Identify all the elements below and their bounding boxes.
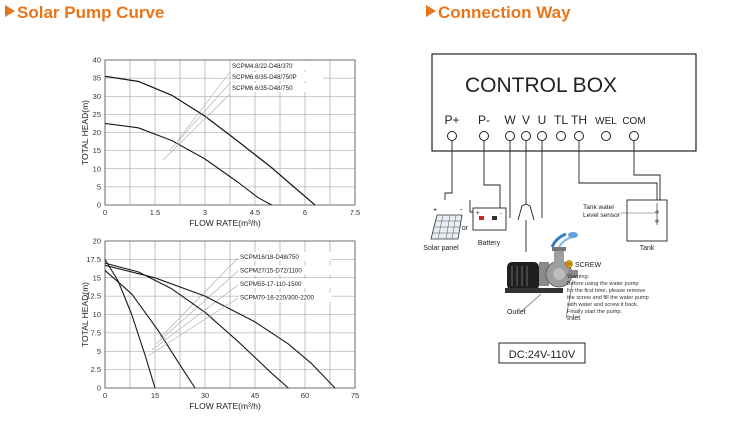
series-label-bg	[239, 279, 331, 288]
triangle-bullet-icon	[426, 5, 436, 17]
y-tick-label: 40	[93, 56, 101, 65]
y-tick-label: 2.5	[91, 365, 101, 374]
series-line	[104, 122, 272, 206]
x-tick-label: 45	[251, 391, 259, 400]
y-tick-label: 10	[93, 164, 101, 173]
series-label-bg	[239, 252, 331, 261]
series-line	[104, 262, 289, 389]
y-tick-label: 12.5	[86, 292, 101, 301]
series-leader-line	[169, 82, 231, 151]
series-label: SCPM6.6/35-D48/750	[232, 85, 293, 92]
series-leader-line	[159, 257, 239, 339]
y-tick-label: 0	[97, 384, 101, 393]
y-tick-label: 20	[93, 128, 101, 137]
x-tick-label: 0	[103, 391, 107, 400]
series-line	[104, 75, 316, 206]
series-label: SCPM27/15-D72/1100	[240, 268, 302, 275]
x-tick-label: 1.5	[150, 208, 160, 217]
x-tick-label: 0	[103, 208, 107, 217]
y-tick-label: 25	[93, 110, 101, 119]
series-leader-line	[177, 71, 231, 141]
series-line	[104, 75, 316, 206]
y-tick-label: 5	[97, 347, 101, 356]
x-axis-label: FLOW RATE(m³/h)	[189, 218, 261, 228]
y-tick-label: 30	[93, 92, 101, 101]
y-tick-label: 10	[93, 310, 101, 319]
series-label: SCPM6.6/35-D48/750P	[232, 74, 297, 81]
series-leader-line	[155, 270, 239, 345]
y-tick-label: 15	[93, 273, 101, 282]
solar-pump-curve-title: Solar Pump Curve	[17, 3, 165, 22]
series-label: SCPM4.8/22-D48/370	[232, 63, 293, 70]
x-tick-label: 6	[303, 208, 307, 217]
series-line	[104, 259, 156, 389]
series-leader-line	[162, 93, 231, 161]
x-tick-label: 75	[351, 391, 359, 400]
x-tick-label: 15	[151, 391, 159, 400]
triangle-bullet-icon	[5, 5, 15, 17]
connection-way-title: Connection Way	[438, 3, 571, 22]
plot-frame	[104, 240, 356, 389]
y-axis-label: TOTAL HEAD(m)	[80, 100, 90, 165]
series-label: SCPM16/18-D48/750	[240, 254, 299, 261]
x-axis-label: FLOW RATE(m³/h)	[189, 401, 261, 411]
y-tick-label: 5	[97, 182, 101, 191]
y-tick-label: 15	[93, 146, 101, 155]
series-leader-line	[147, 297, 239, 357]
series-label-bg	[231, 83, 323, 92]
series-label-bg	[231, 72, 323, 81]
solar-pump-curve-header: Solar Pump Curve	[5, 3, 164, 23]
x-tick-label: 7.5	[350, 208, 360, 217]
series-label: SCPM70-16-220/300-2200	[240, 295, 315, 302]
y-tick-label: 0	[97, 201, 101, 210]
series-leader-line	[151, 284, 239, 351]
series-label-bg	[239, 265, 331, 275]
connection-way-header: Connection Way	[426, 3, 571, 23]
y-tick-label: 20	[93, 237, 101, 246]
series-line	[104, 264, 336, 389]
series-label-bg	[239, 292, 331, 302]
x-tick-label: 4.5	[250, 208, 260, 217]
x-tick-label: 30	[201, 391, 209, 400]
y-axis-label: TOTAL HEAD(m)	[80, 282, 90, 347]
y-tick-label: 17.5	[86, 255, 101, 264]
series-line	[104, 269, 196, 389]
x-tick-label: 3	[203, 208, 207, 217]
y-tick-label: 7.5	[91, 328, 101, 337]
series-label-bg	[231, 61, 323, 70]
y-tick-label: 35	[93, 74, 101, 83]
x-tick-label: 60	[301, 391, 309, 400]
series-label: SCPM55-17-110-1500	[240, 281, 302, 288]
plot-frame	[104, 59, 356, 206]
